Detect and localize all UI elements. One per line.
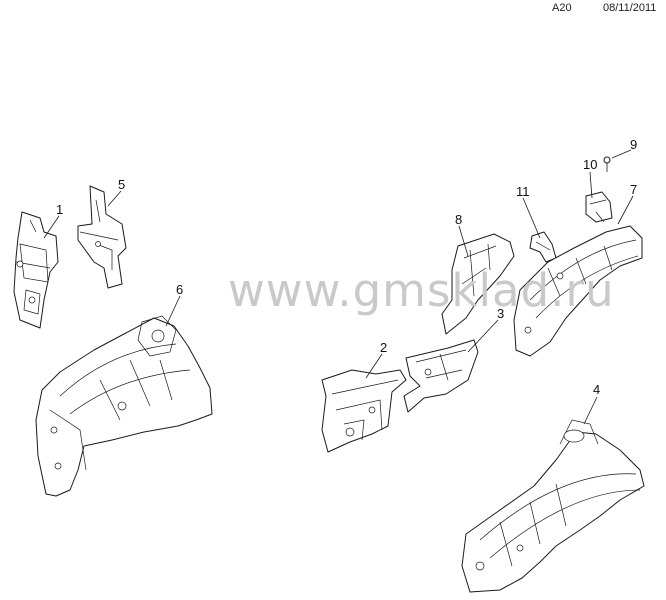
callout-7: 7 bbox=[630, 182, 637, 197]
callout-8: 8 bbox=[455, 212, 462, 227]
page-code: A20 bbox=[552, 2, 572, 14]
part-2 bbox=[321, 369, 407, 453]
callout-10: 10 bbox=[583, 157, 597, 172]
part-4 bbox=[461, 419, 645, 593]
part-10 bbox=[585, 191, 613, 223]
part-7 bbox=[513, 225, 643, 357]
callout-5: 5 bbox=[118, 177, 125, 192]
callout-11: 11 bbox=[516, 184, 530, 199]
part-9 bbox=[603, 156, 611, 172]
callout-6: 6 bbox=[176, 282, 183, 297]
part-3 bbox=[403, 339, 479, 413]
callout-1: 1 bbox=[56, 202, 63, 217]
callout-9: 9 bbox=[630, 137, 637, 152]
callout-3: 3 bbox=[497, 306, 504, 321]
part-5 bbox=[77, 185, 127, 289]
callout-2: 2 bbox=[380, 340, 387, 355]
leader-lines bbox=[43, 149, 634, 425]
part-11 bbox=[529, 231, 557, 263]
watermark: www.gmsklad.ru bbox=[228, 264, 615, 317]
part-1 bbox=[13, 211, 59, 329]
callout-4: 4 bbox=[593, 382, 600, 397]
drawing-date: 08/11/2011 bbox=[603, 2, 657, 14]
part-8 bbox=[441, 233, 515, 335]
part-6 bbox=[35, 315, 213, 497]
